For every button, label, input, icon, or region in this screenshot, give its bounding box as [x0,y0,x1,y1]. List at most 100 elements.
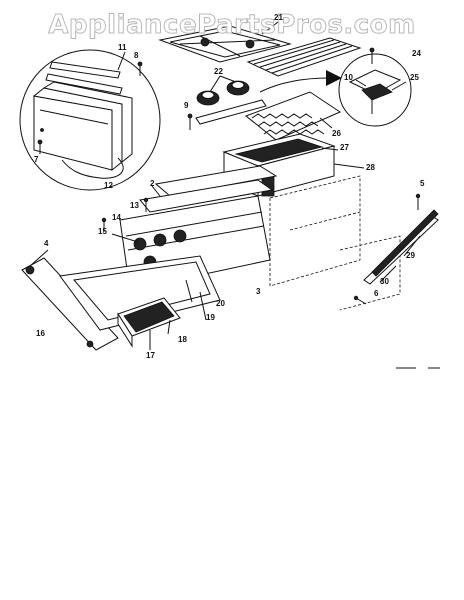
leader-20 [185,279,193,303]
drawer-17 [117,297,181,348]
inset-left-circle [19,49,161,191]
range-body-side [269,175,361,287]
leader-21 [261,21,279,35]
burner-caps-22 [196,80,250,106]
drawer-side [117,312,133,348]
inset-rail-top [49,61,121,79]
callout-14: 14 [112,213,121,222]
inset-right-detail [338,47,412,127]
inset-panel-line [39,109,109,125]
callout-13: 13 [130,201,139,210]
wire-12 [61,157,124,179]
grate-left [158,25,292,63]
callout-10: 10 [344,73,353,82]
burner-tube-1 [251,113,313,119]
callout-24: 24 [412,49,421,58]
callout-18: 18 [178,335,187,344]
panel-top-edge [139,179,274,213]
callout-17: 17 [146,351,155,360]
callout-27: 27 [340,143,349,152]
burner-cap-right-top [231,81,245,89]
callout-29: 29 [406,251,415,260]
screw-6-head [353,295,359,301]
callout-28: 28 [366,163,375,172]
bracket-9 [187,99,267,130]
inset-rail-mid [45,73,123,95]
detail-arrow [259,77,329,93]
watermark: AppliancePartsPros.com [48,10,416,41]
bracket-9-bar [195,99,267,125]
leader-22b [219,75,237,83]
leader-22a [209,75,221,93]
leader-18 [167,319,171,335]
griddle-grate [246,37,362,77]
hinge-4 [25,265,35,275]
burner-assembly-26 [245,91,342,141]
griddle-bar-2 [259,41,341,68]
screw-5-head [415,193,421,199]
callout-15: 15 [98,227,107,236]
leader-lines [29,21,421,350]
inset-left-detail [19,49,161,191]
callout-12: 12 [104,181,113,190]
panel-line-1 [125,211,263,237]
callout-7: 7 [34,155,39,164]
leader-19 [199,291,207,321]
screw-8-head [137,61,143,67]
leader-11 [117,51,126,71]
screw-9-head [187,113,193,119]
leader-4 [29,249,49,267]
callout-30: 30 [380,277,389,286]
drawer-opening [123,301,175,333]
callout-21: 21 [274,13,283,22]
screw-14-head [101,217,107,223]
callout-26: 26 [332,129,341,138]
leader-25 [391,81,407,91]
callout-2: 2 [150,179,155,188]
callout-25: 25 [410,73,419,82]
range-body-shelf [289,211,361,231]
grate-21 [158,25,292,63]
burner-tray [245,91,342,141]
callout-11: 11 [118,43,127,52]
detail-arrow-head [326,70,342,86]
backguard-top [154,165,278,197]
grate-right-hub [245,39,255,49]
burner-box-opening [234,138,324,163]
callout-8: 8 [134,51,139,60]
grate-left-bar [179,39,276,45]
knob-1 [133,237,147,251]
rails [353,193,439,305]
leader-27 [321,147,339,151]
callout-19: 19 [206,313,215,322]
screw-7-head [37,139,43,145]
burner-cap-left-top [201,91,215,99]
leader-10 [355,79,367,87]
panel-line-2 [127,225,265,251]
callout-3: 3 [256,287,261,296]
hinge-bottom [86,340,94,348]
callout-6: 6 [374,289,379,298]
griddle-bar-3 [265,43,347,71]
callout-16: 16 [36,329,45,338]
rail-29 [371,209,439,277]
inset-screw-hole [40,128,44,132]
grate-left-inner [169,30,281,58]
leader-2 [151,185,161,197]
knob-2 [153,233,167,247]
griddle-bar-1 [253,39,335,65]
burner-tube-3 [263,129,325,135]
burner-tube-2 [257,121,319,127]
oven-side-panel [339,235,401,311]
door-frame-16 [21,255,221,351]
range-body [269,175,401,311]
leader-15 [111,233,139,243]
inset-screw-24-head [369,47,375,53]
leader-28 [333,163,365,169]
leader-30 [379,265,397,283]
callout-4: 4 [44,239,49,248]
callout-20: 20 [216,299,225,308]
inset-valve-25 [361,83,393,101]
